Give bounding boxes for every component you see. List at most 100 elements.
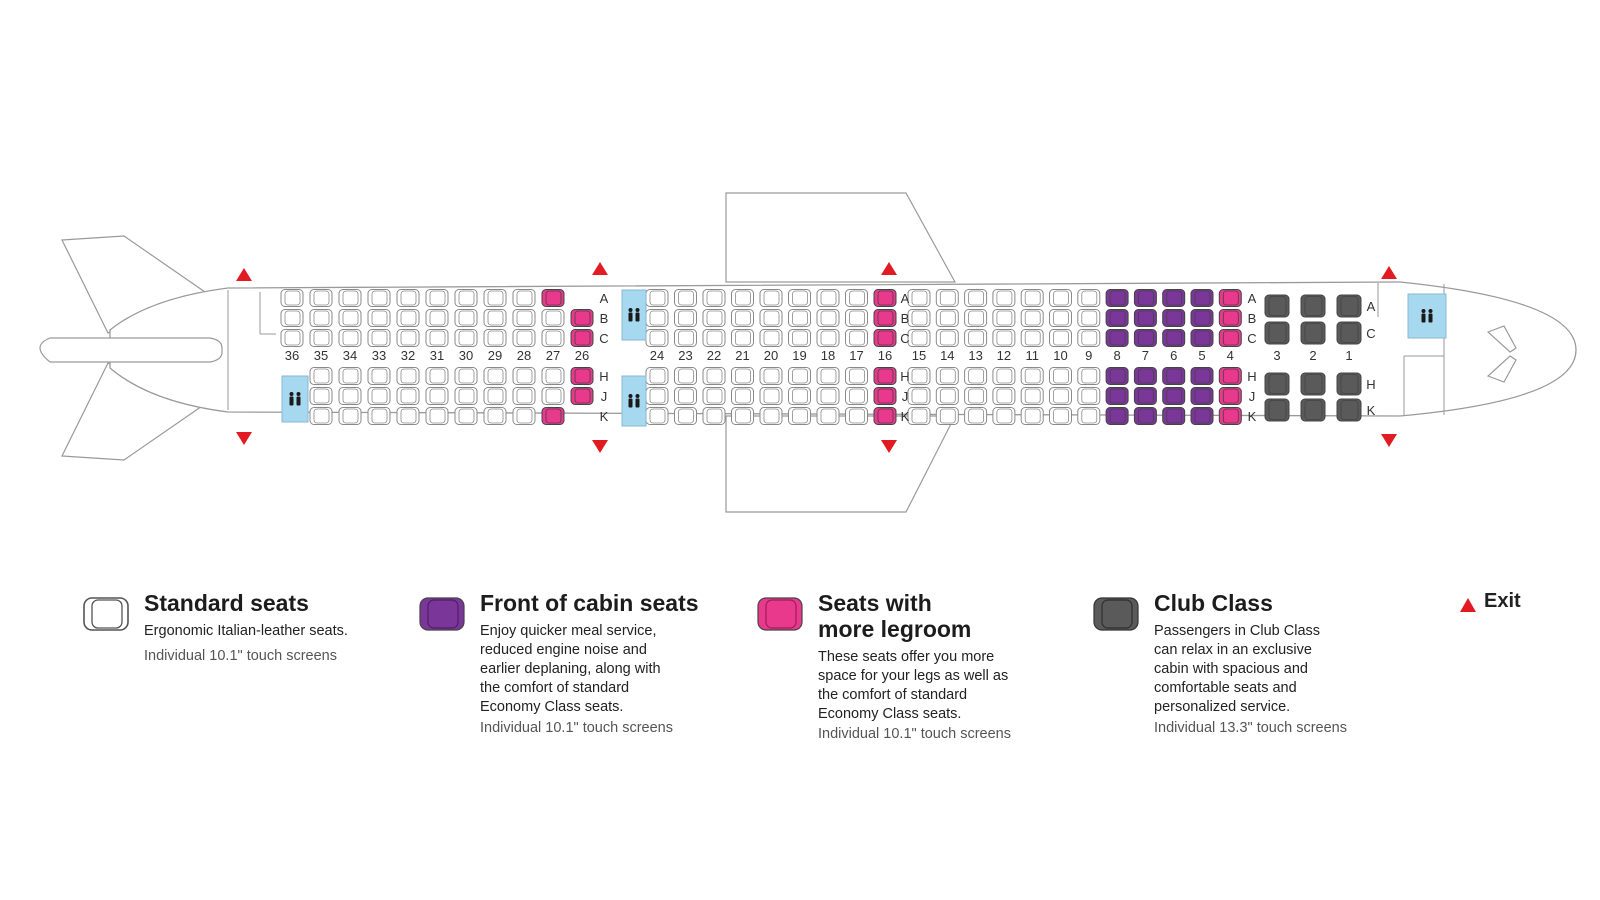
seat-4B: [1218, 309, 1242, 327]
seat-33K: [367, 407, 391, 425]
seat-letter: H: [1247, 369, 1256, 384]
seat-22H: [702, 367, 726, 385]
seat-10H: [1049, 367, 1072, 385]
seat-8K: [1105, 407, 1129, 425]
seat-33H: [367, 367, 391, 385]
seat-1H: [1336, 372, 1362, 396]
seat-10B: [1049, 309, 1072, 327]
seat-9K: [1077, 407, 1101, 425]
seat-24K: [645, 407, 669, 425]
seat-14K: [935, 407, 959, 425]
row-number: 15: [912, 348, 926, 363]
row-number: 6: [1170, 348, 1177, 363]
seat-27J: [541, 387, 565, 405]
seat-35J: [309, 387, 333, 405]
seat-31H: [425, 367, 449, 385]
seat-2A: [1300, 294, 1326, 318]
seat-33A: [367, 289, 391, 307]
seat-31C: [425, 329, 449, 347]
exit-triangle-icon: [236, 268, 252, 281]
seat-16C: [873, 329, 897, 347]
seat-29H: [483, 367, 507, 385]
legend-description: Enjoy quicker meal service, reduced engi…: [480, 623, 661, 715]
legend-note: Individual 10.1" touch screens: [480, 720, 673, 736]
seat-26C: [570, 329, 594, 347]
lavatory-restroom-icon: [621, 375, 647, 427]
seat-30J: [454, 387, 478, 405]
seat-22B: [702, 309, 726, 327]
seat-32K: [396, 407, 420, 425]
seat-23A: [674, 289, 697, 307]
seat-letter: C: [900, 331, 909, 346]
seat-27H: [541, 367, 565, 385]
standard-seat-icon: [83, 597, 129, 631]
seat-34J: [338, 387, 362, 405]
seat-6K: [1162, 407, 1186, 425]
seat-20K: [759, 407, 783, 425]
seat-7J: [1133, 387, 1157, 405]
seat-33C: [367, 329, 391, 347]
seat-3A: [1264, 294, 1290, 318]
seat-18J: [816, 387, 840, 405]
seat-21A: [731, 289, 754, 307]
row-number: 35: [314, 348, 328, 363]
seat-letter: A: [1248, 291, 1257, 306]
seat-letter: B: [600, 311, 609, 326]
club-seat-icon: [1093, 597, 1139, 631]
seat-13B: [964, 309, 988, 327]
seat-1K: [1336, 398, 1362, 422]
seat-14A: [935, 289, 959, 307]
row-number: 31: [430, 348, 444, 363]
seat-7K: [1133, 407, 1157, 425]
seat-23H: [674, 367, 697, 385]
seat-5H: [1190, 367, 1214, 385]
exit-triangle-icon: [1381, 434, 1397, 447]
row-number: 28: [517, 348, 531, 363]
legend-description: Passengers in Club Class can relax in an…: [1154, 623, 1321, 715]
seat-21C: [731, 329, 754, 347]
seat-letter: K: [1367, 403, 1376, 418]
seat-6A: [1162, 289, 1186, 307]
row-number: 22: [707, 348, 721, 363]
seat-35K: [309, 407, 333, 425]
seat-32B: [396, 309, 420, 327]
seat-26J: [570, 387, 594, 405]
legend-title: Club Class: [1154, 590, 1273, 616]
seat-10J: [1049, 387, 1072, 405]
row-number: 32: [401, 348, 415, 363]
seat-28H: [512, 367, 536, 385]
seat-letter: A: [600, 291, 609, 306]
seat-23K: [674, 407, 697, 425]
lavatory-restroom-icon: [281, 375, 309, 423]
seat-19H: [788, 367, 811, 385]
row-number: 12: [997, 348, 1011, 363]
row-number: 10: [1053, 348, 1067, 363]
seat-32J: [396, 387, 420, 405]
seat-17B: [845, 309, 868, 327]
seat-14C: [935, 329, 959, 347]
row-number: 19: [792, 348, 806, 363]
row-number: 2: [1309, 348, 1316, 363]
seat-19C: [788, 329, 811, 347]
exit-triangle-icon: [236, 432, 252, 445]
horizontal-stabilizer: [39, 337, 223, 363]
seat-17C: [845, 329, 868, 347]
seat-17H: [845, 367, 868, 385]
seat-15J: [907, 387, 931, 405]
seat-36C: [280, 329, 304, 347]
seat-18K: [816, 407, 840, 425]
wing-lower: [725, 415, 956, 513]
seat-3H: [1264, 372, 1290, 396]
seat-20J: [759, 387, 783, 405]
seat-29B: [483, 309, 507, 327]
legend-note: Individual 10.1" touch screens: [818, 726, 1011, 742]
seat-21B: [731, 309, 754, 327]
legend-exit-label: Exit: [1484, 590, 1521, 612]
seat-24H: [645, 367, 669, 385]
seat-4A: [1218, 289, 1242, 307]
seat-27K: [541, 407, 565, 425]
row-number: 30: [459, 348, 473, 363]
seat-5B: [1190, 309, 1214, 327]
seat-28C: [512, 329, 536, 347]
